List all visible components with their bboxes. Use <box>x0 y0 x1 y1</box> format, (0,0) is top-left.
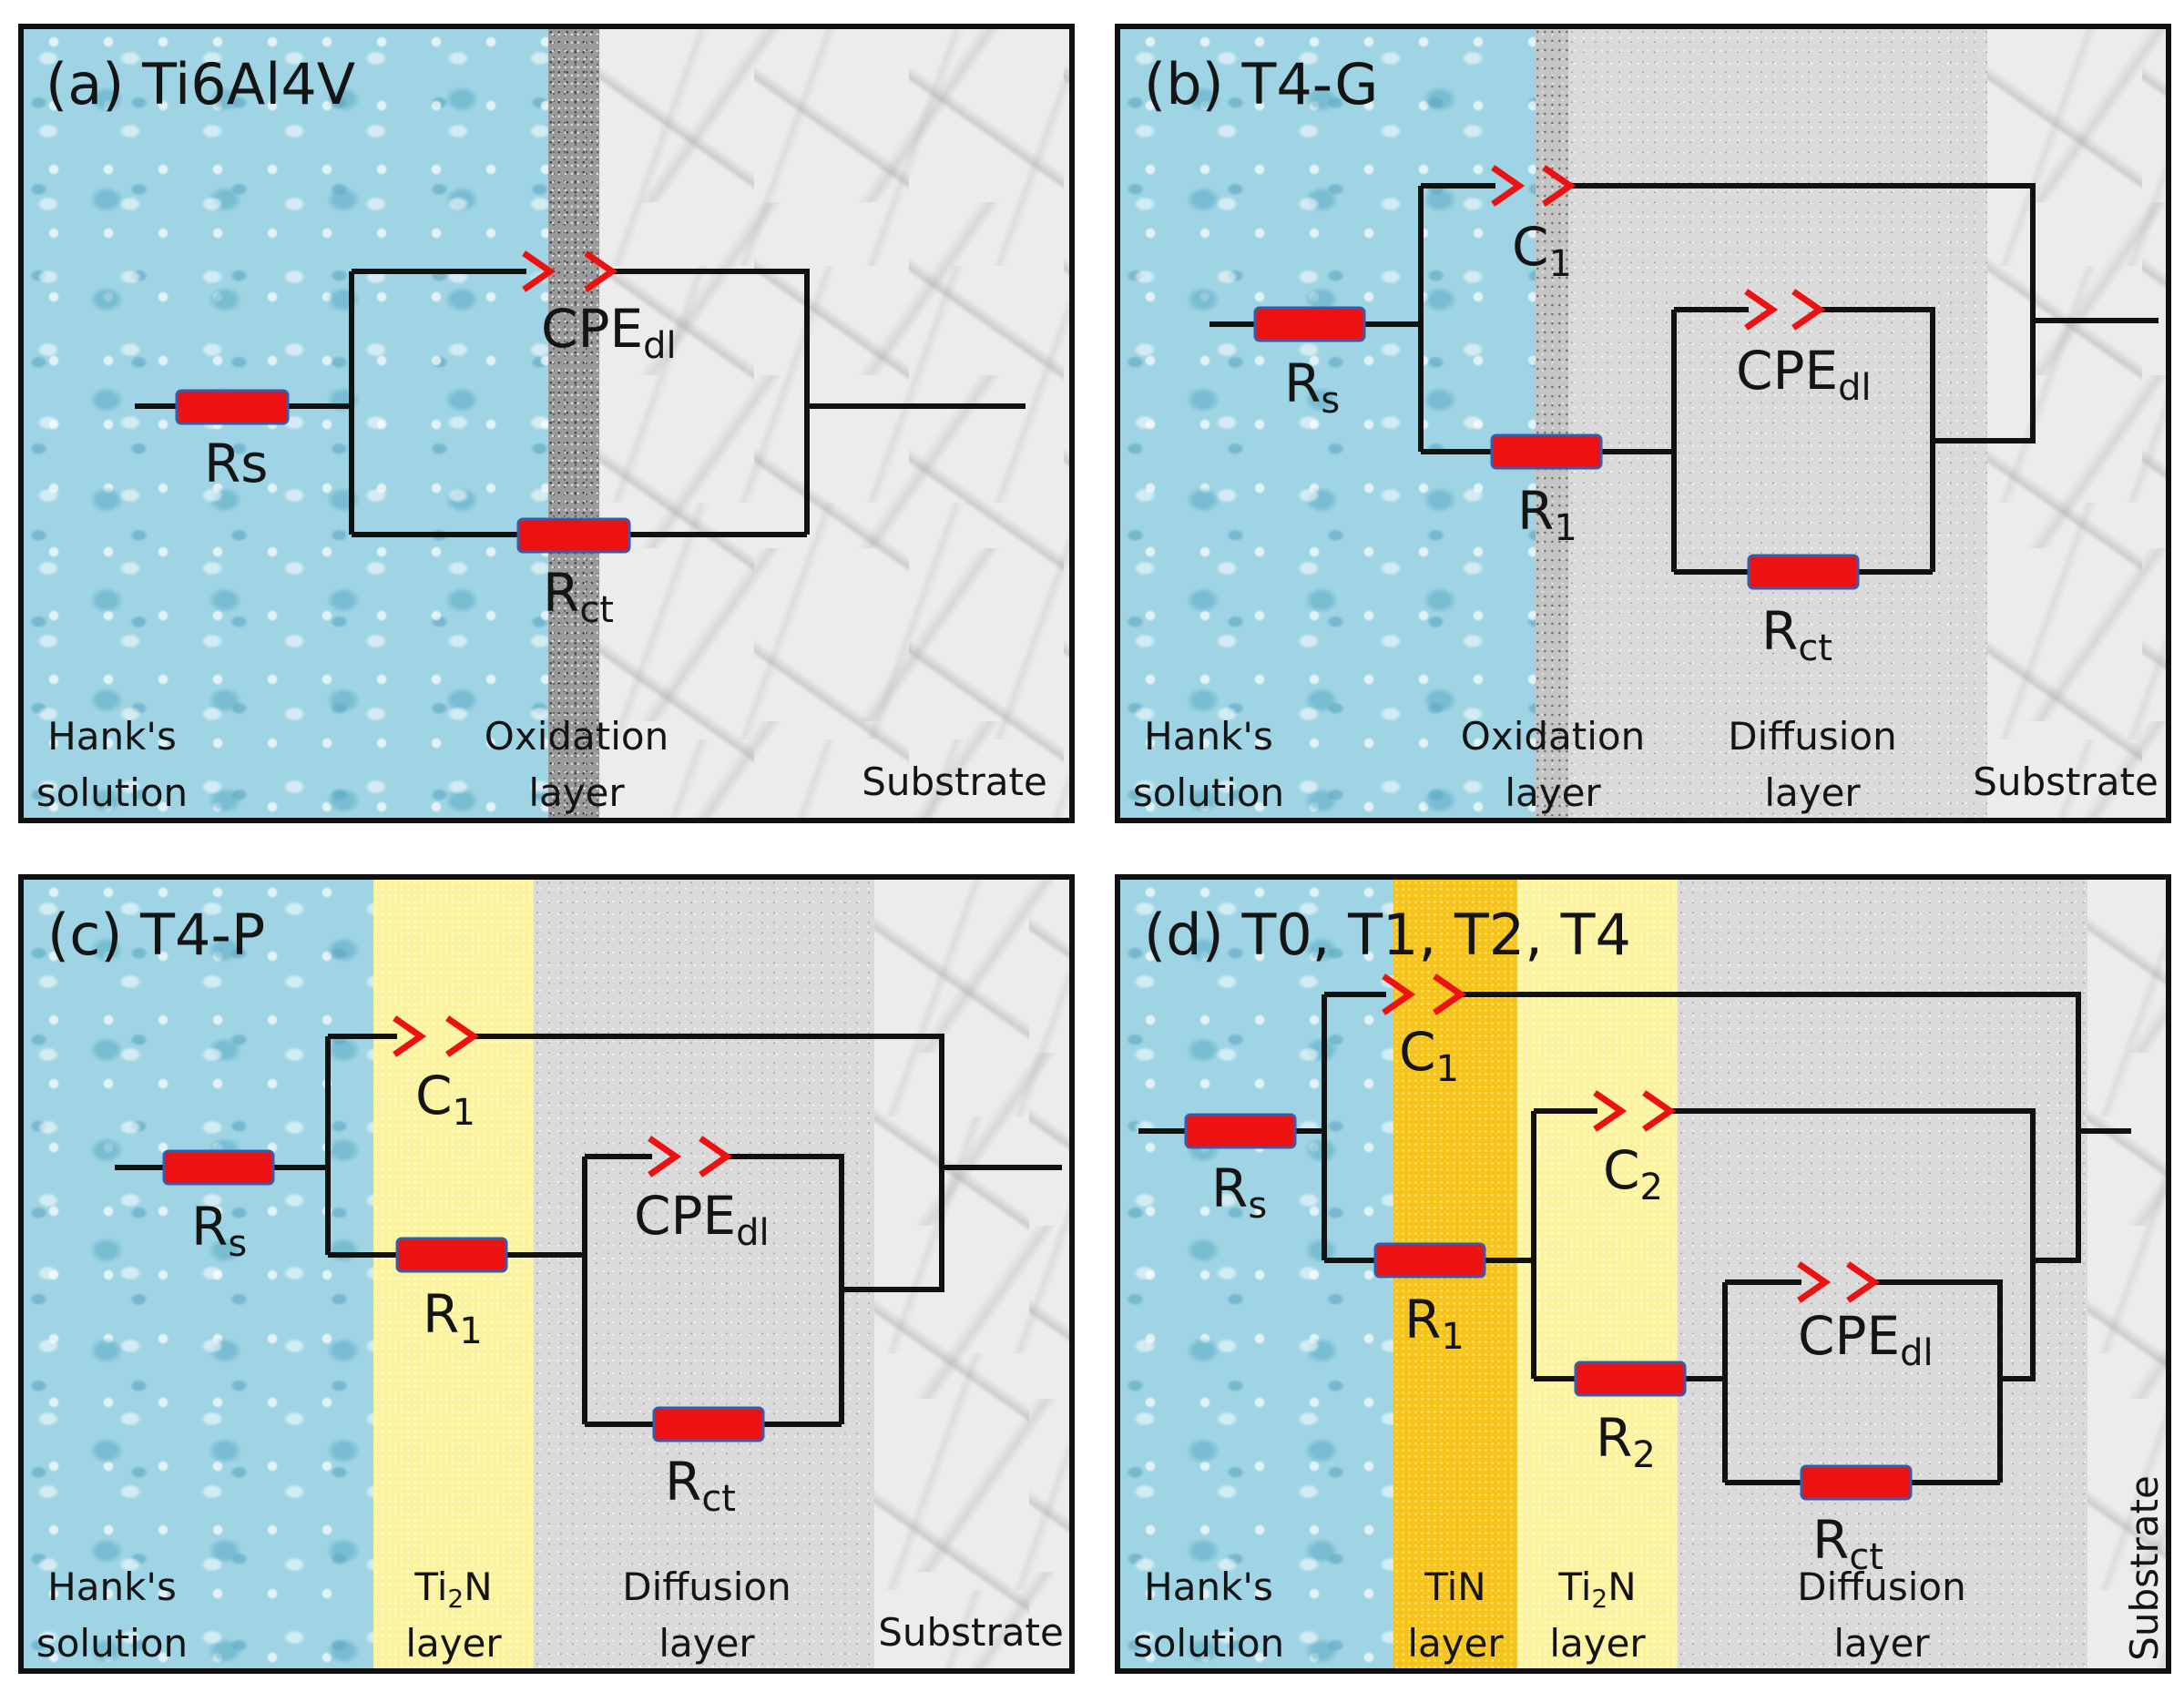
rs-resistor <box>1184 1113 1297 1149</box>
rct-resistor <box>652 1406 765 1442</box>
r2-label: R2 <box>1596 1407 1656 1476</box>
cpe-label: CPEdl <box>1798 1305 1934 1374</box>
oxidation-layer-region <box>1536 29 1568 818</box>
panel-title: (d) T0, T1, T2, T4 <box>1144 902 1631 968</box>
r1-label: R1 <box>423 1283 483 1352</box>
c1-element <box>393 1015 480 1057</box>
substrate-region <box>2087 880 2166 1668</box>
r1-label: R1 <box>1517 480 1577 549</box>
circuit-c <box>115 1015 1062 1442</box>
rct-resistor <box>1800 1464 1913 1501</box>
wires <box>1138 992 2131 1485</box>
panel-title: (a) Ti6Al4V <box>46 51 356 117</box>
cpe-label: CPEdl <box>634 1185 770 1254</box>
substrate-region <box>599 29 1069 818</box>
rct-label: Rct <box>1812 1509 1883 1578</box>
cpe-label: CPEdl <box>541 298 677 367</box>
c1-label: C1 <box>415 1065 475 1134</box>
circuit-a <box>135 250 1026 554</box>
cpe-element <box>522 250 618 292</box>
rs-resistor <box>1253 306 1366 342</box>
rs-resistor <box>162 1149 275 1186</box>
wires <box>1209 183 2158 575</box>
r2-resistor <box>1574 1361 1687 1397</box>
rs-label: Rs <box>1211 1157 1268 1227</box>
r1-label: R1 <box>1404 1289 1465 1358</box>
cpe-element <box>1797 1261 1881 1303</box>
r1-resistor <box>1373 1242 1486 1279</box>
rct-label: Rct <box>1761 600 1832 669</box>
circuit-d <box>1138 973 2131 1501</box>
ti2n-layer-region <box>373 880 534 1668</box>
substrate-label: Substrate <box>878 1610 1064 1655</box>
rct-resistor <box>1747 554 1860 590</box>
cpe-element <box>1744 289 1826 331</box>
rs-label: Rs <box>191 1196 248 1265</box>
wires <box>135 269 1026 537</box>
rct-label: Rct <box>543 562 614 631</box>
hanks-solution-region <box>24 880 373 1668</box>
hanks-solution-region <box>1120 29 1536 818</box>
panel-title: (b) T4-G <box>1144 51 1379 117</box>
diffusion-layer-region <box>534 880 874 1668</box>
circuit-b <box>1209 165 2158 590</box>
substrate-label: Substrate <box>2122 1475 2167 1661</box>
substrate-region <box>1987 29 2166 818</box>
rct-label: Rct <box>665 1451 736 1520</box>
panel-d: (d) T0, T1, T2, T4 Rs C1 R1 C2 R2 CPEdl … <box>1115 874 2171 1674</box>
wires <box>115 1034 1062 1427</box>
substrate-region <box>874 880 1069 1668</box>
panel-title: (c) T4-P <box>47 902 266 968</box>
c2-element <box>1593 1090 1677 1132</box>
rs-label: Rs <box>204 433 269 494</box>
c1-label: C1 <box>1399 1021 1459 1090</box>
cpe-label: CPEdl <box>1736 340 1872 409</box>
diffusion-layer-region <box>1568 29 1987 818</box>
c1-element <box>1491 165 1577 207</box>
rs-resistor <box>175 389 290 425</box>
c2-label: C2 <box>1603 1139 1663 1208</box>
substrate-label: Substrate <box>1973 759 2158 804</box>
diffusion-layer-region <box>1678 880 2087 1668</box>
r1-resistor <box>395 1237 508 1273</box>
substrate-label: Substrate <box>862 759 1047 804</box>
c1-label: C1 <box>1512 216 1572 285</box>
rct-resistor <box>516 517 631 554</box>
c1-element <box>1382 973 1467 1015</box>
cpe-element <box>648 1136 733 1177</box>
hanks-solution-region <box>1120 880 1393 1668</box>
rs-label: Rs <box>1284 352 1341 422</box>
ti2n-layer-region <box>1517 880 1678 1668</box>
oxidation-layer-region <box>548 29 599 818</box>
r1-resistor <box>1490 433 1603 470</box>
